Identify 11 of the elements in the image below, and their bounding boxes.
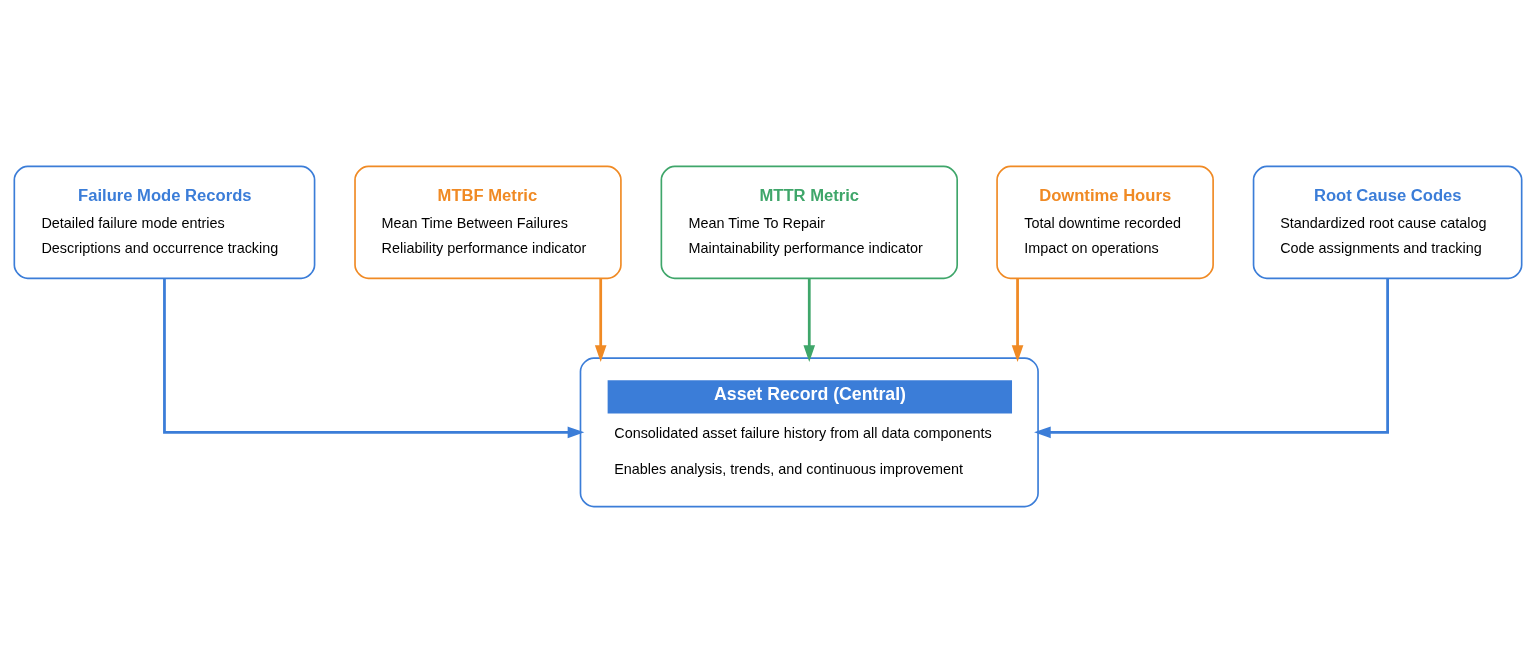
arrow	[1011, 278, 1024, 362]
arrow	[1034, 278, 1389, 438]
node-box: MTBF Metric Mean Time Between Failures Reliability performance indicator	[354, 165, 622, 279]
arrow	[163, 278, 585, 438]
node-box: MTTR Metric Mean Time To Repair Maintainability performance indicator	[660, 165, 958, 279]
arrow	[803, 278, 816, 362]
node-box: Asset Record (Central) Consolidated asset failure history from all data components Enables analysis, trends, and continuous improvement	[579, 356, 1039, 507]
node-box: Downtime Hours Total downtime recorded Impact on operations	[996, 165, 1214, 279]
node-box: Failure Mode Records Detailed failure mode entries Descriptions and occurrence tracking	[13, 165, 316, 279]
node-box: Root Cause Codes Standardized root cause catalog Code assignments and tracking	[1252, 165, 1523, 279]
arrow	[594, 278, 607, 362]
